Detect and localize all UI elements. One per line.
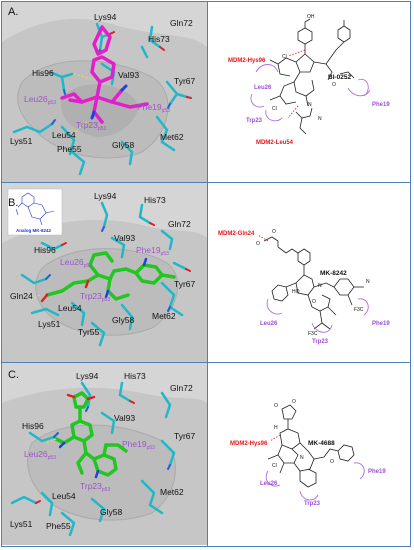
- compound-name: BI-0252: [328, 74, 352, 81]
- pocket-label: Phe19: [372, 102, 390, 108]
- atom-label: O: [332, 82, 336, 88]
- atom-label: O: [330, 459, 334, 465]
- atom-label: N: [318, 116, 322, 122]
- atom-label: O: [256, 241, 260, 247]
- atom-label: N: [308, 102, 312, 108]
- pocket-residue-label: Phe19p53: [122, 439, 155, 451]
- residue-label: Leu54: [52, 491, 76, 501]
- column-divider: [207, 1, 208, 547]
- residue-label: Lys51: [38, 319, 61, 329]
- atom-label: O: [312, 299, 316, 305]
- residue-label: Phe55: [57, 144, 82, 154]
- residue-label: Met62: [160, 487, 184, 497]
- residue-label: His96: [34, 245, 56, 255]
- panel-a-2d-diagram: OH Cl Cl N N O MDM2-Hys96 MDM2-Leu54 BI-…: [208, 2, 410, 182]
- residue-label: His73: [124, 371, 146, 381]
- atom-label: O: [272, 229, 276, 235]
- pocket-label: Leu26: [260, 321, 278, 327]
- panel-divider-2: [1, 362, 411, 363]
- panel-b-2d-diagram: O O HO O N F3C F3C N MDM2-Gln24 MK-8242 …: [208, 183, 410, 362]
- residue-label: Met62: [152, 311, 176, 321]
- panel-a-structure: Lys94 Gln72 His73 His96 Val93 Tyr67 Lys5…: [2, 2, 207, 182]
- residue-label: His96: [32, 68, 54, 78]
- compound-name: MK-8242: [320, 270, 347, 277]
- residue-label: Leu54: [58, 303, 82, 313]
- residue-label: Gln72: [168, 219, 191, 229]
- residue-label: Lys51: [10, 519, 33, 529]
- compound-name: MK-4688: [308, 440, 335, 447]
- atom-label: N: [366, 279, 370, 285]
- pocket-label: Trp23: [312, 339, 329, 345]
- residue-label: Val93: [114, 413, 135, 423]
- pocket-residue-label: Leu26p53: [24, 449, 56, 461]
- pocket-residue-label: Leu26p53: [24, 94, 56, 106]
- residue-label: Leu54: [52, 130, 76, 140]
- atom-label: Cl: [272, 463, 277, 469]
- residue-label: Val93: [118, 70, 139, 80]
- pocket-residue-label: Phe19p53: [137, 102, 170, 114]
- pocket-label: Phe19: [368, 469, 386, 475]
- panel-c-structure: Lys94 His73 Gln72 Val93 His96 Tyr67 Leu5…: [2, 363, 207, 545]
- panel-b-structure: Analog MK-8242 Lys94 His73 Gln72 His96 V…: [2, 183, 207, 362]
- atom-label: H: [274, 425, 278, 431]
- residue-label: His73: [144, 195, 166, 205]
- pocket-label: Leu26: [260, 481, 278, 487]
- pocket-residue-label: Leu26p53: [60, 257, 92, 269]
- residue-label: Gln72: [170, 18, 193, 28]
- pocket-residue-label: Trp23p53: [76, 120, 106, 132]
- residue-label: Gln72: [170, 383, 193, 393]
- residue-label: Tyr55: [78, 327, 100, 337]
- residue-label: Gly58: [100, 507, 122, 517]
- residue-label: Tyr67: [174, 279, 196, 289]
- hbond-label: MDM2-Leu54: [256, 140, 294, 146]
- residue-label: Gln24: [10, 291, 33, 301]
- residue-label: Lys51: [10, 136, 33, 146]
- residue-label: Lys94: [76, 371, 99, 381]
- hbond-label: MDM2-Hys96: [230, 441, 268, 447]
- residue-label: Lys94: [94, 191, 117, 201]
- pocket-residue-label: Phe19p53: [136, 245, 169, 257]
- residue-label: Gly58: [112, 315, 134, 325]
- residue-label: Met62: [160, 132, 184, 142]
- panel-label: A.: [8, 6, 19, 18]
- pocket-label: Trp23: [246, 118, 263, 124]
- panel-label: B.: [8, 197, 19, 209]
- panel-label: C.: [8, 369, 19, 381]
- residue-label: His73: [148, 34, 170, 44]
- atom-label: F3C: [354, 307, 364, 313]
- residue-label: Gly58: [112, 140, 134, 150]
- hbond-label: MDM2-Gln24: [218, 231, 255, 237]
- residue-label: Lys94: [94, 12, 117, 22]
- atom-label: O: [292, 399, 296, 405]
- panel-divider-1: [1, 182, 411, 183]
- atom-label: OH: [307, 14, 315, 20]
- pocket-label: Leu26: [254, 85, 272, 91]
- pocket-label: Trp23: [304, 501, 321, 507]
- atom-label: HO: [292, 289, 300, 295]
- pocket-label: Phe19: [372, 321, 390, 327]
- pocket-residue-label: Trp23p53: [80, 291, 110, 303]
- atom-label: Cl: [282, 54, 287, 60]
- inset-caption: Analog MK-8242: [16, 228, 52, 233]
- atom-label: N: [300, 455, 304, 461]
- atom-label: F3C: [308, 331, 318, 337]
- atom-label: Cl: [272, 106, 277, 112]
- residue-label: Phe55: [46, 521, 71, 531]
- panel-c-2d-diagram: O O H Cl N O MDM2-Hys96 MK-4688 Phe19 Le…: [208, 363, 410, 545]
- atom-label: N: [318, 283, 322, 289]
- residue-label: Tyr67: [174, 76, 196, 86]
- pocket-residue-label: Trp23p53: [80, 481, 110, 493]
- hbond-label: MDM2-Hys96: [228, 58, 266, 64]
- residue-label: Val93: [114, 233, 135, 243]
- residue-label: Tyr67: [174, 431, 196, 441]
- atom-label: O: [274, 403, 278, 409]
- residue-label: His96: [22, 421, 44, 431]
